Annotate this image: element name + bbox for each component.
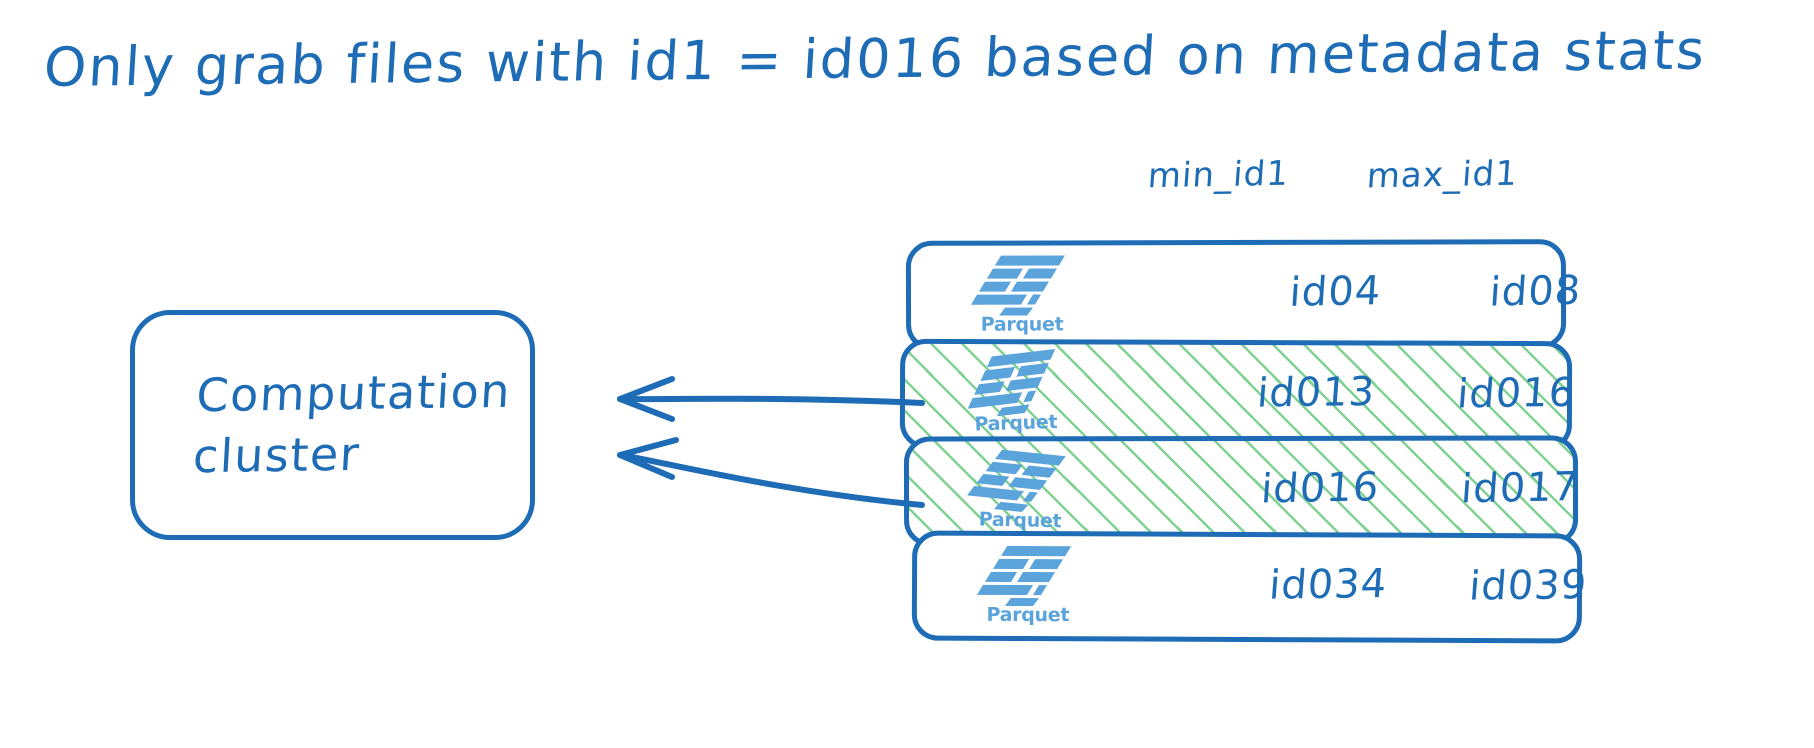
parquet-mark-icon [967,449,1066,513]
arrow-to-cluster-row2 [617,376,925,422]
column-header-max-id1: max_id1 [1365,153,1520,197]
parquet-file-row-selected[interactable]: Parquet id013 id016 [899,338,1577,452]
parquet-mark-icon [976,545,1072,607]
page-title: Only grab files with id1 = id016 based o… [42,18,1709,99]
parquet-file-row[interactable]: Parquet id034 id039 [911,530,1589,644]
parquet-logo: Parquet [955,447,1085,547]
cell-max-id1: id039 [1467,562,1589,610]
computation-cluster-node[interactable]: Computation cluster [130,310,535,540]
cell-max-id1: id08 [1488,267,1583,316]
column-header-min-id1: min_id1 [1146,153,1291,197]
parquet-logo: Parquet [957,251,1087,351]
parquet-wordmark: Parquet [980,313,1064,336]
parquet-wordmark: Parquet [986,603,1070,627]
parquet-logo: Parquet [963,542,1093,643]
parquet-mark-icon [971,255,1065,316]
parquet-file-row-selected[interactable]: Parquet id016 id017 [903,435,1581,547]
cell-max-id1: id016 [1455,369,1577,418]
cell-max-id1: id017 [1459,464,1581,513]
arrow-to-cluster-row3 [617,437,925,508]
parquet-wordmark: Parquet [978,508,1062,533]
parquet-wordmark: Parquet [974,410,1058,436]
parquet-file-row[interactable]: Parquet id04 id08 [905,239,1583,351]
parquet-mark-icon [967,348,1056,417]
computation-cluster-label: Computation cluster [191,363,513,483]
parquet-logo: Parquet [951,348,1081,450]
parquet-file-stack: Parquet id04 id08 Parquet id013 id01 [899,239,1600,690]
